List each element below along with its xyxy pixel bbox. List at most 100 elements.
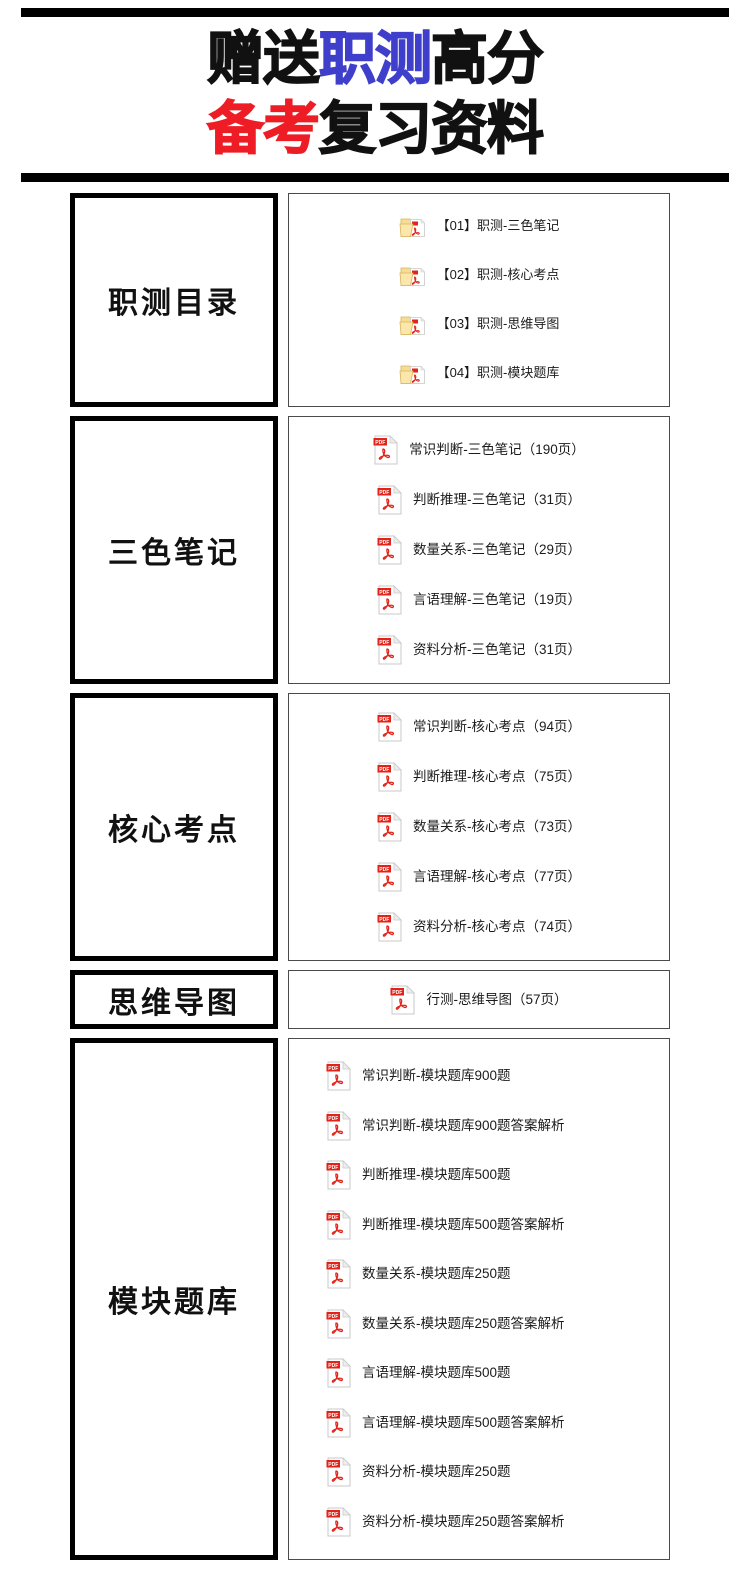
svg-text:PDF: PDF (379, 490, 389, 496)
catalog-sections: 职测目录 【01】职测-三色笔记【02】职测-核心考点【03】职测-思维导图【04… (0, 193, 750, 1560)
file-list-item[interactable]: PDF 行测-思维导图（57页） (289, 981, 669, 1019)
pdf-file-icon: PDF (373, 435, 399, 465)
file-name: 行测-思维导图（57页） (426, 991, 568, 1007)
file-list-item[interactable]: PDF 判断推理-核心考点（75页） (289, 752, 669, 802)
title-run-black: 复习资料 (318, 96, 545, 162)
file-name: 资料分析-核心考点（74页） (412, 919, 581, 935)
file-list-item[interactable]: PDF 言语理解-三色笔记（19页） (289, 575, 669, 625)
section-label: 三色笔记 (108, 537, 240, 570)
section-label: 模块题库 (108, 1286, 240, 1319)
file-name: 资料分析-模块题库250题答案解析 (362, 1513, 565, 1529)
file-list-item[interactable]: PDF 数量关系-模块题库250题答案解析 (289, 1299, 669, 1349)
svg-text:PDF: PDF (328, 1066, 338, 1072)
file-name: 判断推理-模块题库500题 (362, 1167, 511, 1183)
file-list-item[interactable]: PDF 判断推理-模块题库500题 (289, 1151, 669, 1201)
svg-text:PDF: PDF (379, 717, 389, 723)
pdf-file-icon: PDF (326, 1358, 352, 1388)
file-name: 言语理解-模块题库500题答案解析 (362, 1414, 565, 1430)
file-list-item[interactable]: PDF 常识判断-模块题库900题 (289, 1052, 669, 1102)
svg-text:PDF: PDF (328, 1215, 338, 1221)
title-run-blue: 职测 (318, 26, 433, 92)
svg-text:PDF: PDF (379, 540, 389, 546)
section-label: 核心考点 (108, 814, 240, 847)
file-list-item[interactable]: PDF 资料分析-核心考点（74页） (289, 902, 669, 952)
header-title-line-1: 赠送职测高分 (0, 25, 750, 93)
promo-header: 赠送职测高分 备考复习资料 (0, 8, 750, 182)
file-list-item[interactable]: PDF 资料分析-模块题库250题 (289, 1448, 669, 1498)
svg-text:PDF: PDF (328, 1116, 338, 1122)
section-file-list: PDF 行测-思维导图（57页） (288, 970, 670, 1029)
pdf-file-icon: PDF (377, 585, 403, 615)
svg-text:PDF: PDF (393, 989, 403, 995)
file-name: 常识判断-三色笔记（190页） (409, 442, 585, 458)
file-list-item[interactable]: PDF 资料分析-模块题库250题答案解析 (289, 1497, 669, 1547)
pdf-file-icon: PDF (326, 1308, 352, 1339)
section-label-box: 核心考点 (70, 693, 278, 961)
svg-text:PDF: PDF (328, 1512, 338, 1518)
file-list-item[interactable]: 【04】职测-模块题库 (289, 349, 669, 398)
pdf-file-icon: PDF (377, 862, 403, 892)
section-label-box: 思维导图 (70, 970, 278, 1029)
pdf-file-icon: PDF (377, 812, 403, 842)
file-list-item[interactable]: 【02】职测-核心考点 (289, 251, 669, 300)
pdf-file-icon: PDF (377, 635, 403, 665)
file-list-item[interactable]: PDF 数量关系-三色笔记（29页） (289, 525, 669, 575)
file-list-item[interactable]: PDF 数量关系-核心考点（73页） (289, 802, 669, 852)
pdf-file-icon: PDF (326, 1160, 352, 1190)
pdf-file-icon: PDF (377, 762, 403, 792)
folder-pdf-icon (399, 311, 427, 339)
pdf-file-icon: PDF (377, 485, 403, 515)
file-name: 资料分析-模块题库250题 (362, 1464, 511, 1480)
section-label-box: 三色笔记 (70, 416, 278, 684)
file-list-item[interactable]: 【01】职测-三色笔记 (289, 202, 669, 251)
header-rule-top (21, 8, 729, 17)
svg-text:PDF: PDF (328, 1462, 338, 1468)
svg-text:PDF: PDF (375, 440, 385, 446)
folder-pdf-icon (399, 213, 427, 241)
svg-text:PDF: PDF (379, 867, 389, 873)
catalog-section: 思维导图 PDF 行测-思维导图（57页） (0, 970, 750, 1029)
file-name: 数量关系-三色笔记（29页） (412, 542, 581, 558)
section-label: 思维导图 (108, 986, 240, 1020)
file-name: 常识判断-模块题库900题 (362, 1068, 511, 1084)
file-name: 数量关系-核心考点（73页） (412, 819, 581, 835)
folder-pdf-icon (399, 262, 427, 290)
title-run-black: 高分 (430, 26, 545, 92)
svg-text:PDF: PDF (328, 1165, 338, 1171)
file-list-item[interactable]: PDF 言语理解-模块题库500题答案解析 (289, 1398, 669, 1448)
pdf-file-icon: PDF (377, 712, 403, 742)
svg-text:PDF: PDF (328, 1264, 338, 1270)
header-title-block: 赠送职测高分 备考复习资料 (0, 17, 750, 163)
pdf-file-icon: PDF (326, 1506, 352, 1537)
section-label: 职测目录 (108, 287, 240, 320)
svg-text:PDF: PDF (328, 1363, 338, 1369)
file-list-item[interactable]: 【03】职测-思维导图 (289, 300, 669, 349)
pdf-file-icon: PDF (377, 912, 403, 942)
file-list-item[interactable]: PDF 常识判断-三色笔记（190页） (289, 425, 669, 475)
folder-pdf-icon (399, 360, 427, 388)
pdf-file-icon: PDF (326, 1457, 352, 1487)
svg-text:PDF: PDF (379, 817, 389, 823)
file-name: 判断推理-核心考点（75页） (412, 769, 581, 785)
file-name: 言语理解-三色笔记（19页） (412, 592, 581, 608)
pdf-file-icon: PDF (326, 1061, 352, 1091)
title-run-black: 赠送 (206, 26, 321, 92)
pdf-file-icon: PDF (326, 1407, 352, 1438)
title-run-red: 备考 (206, 96, 321, 162)
file-name: 【02】职测-核心考点 (436, 267, 560, 283)
file-name: 数量关系-模块题库250题答案解析 (362, 1315, 565, 1331)
pdf-file-icon: PDF (390, 984, 416, 1015)
header-rule-bottom (21, 173, 729, 182)
section-label-box: 模块题库 (70, 1038, 278, 1560)
